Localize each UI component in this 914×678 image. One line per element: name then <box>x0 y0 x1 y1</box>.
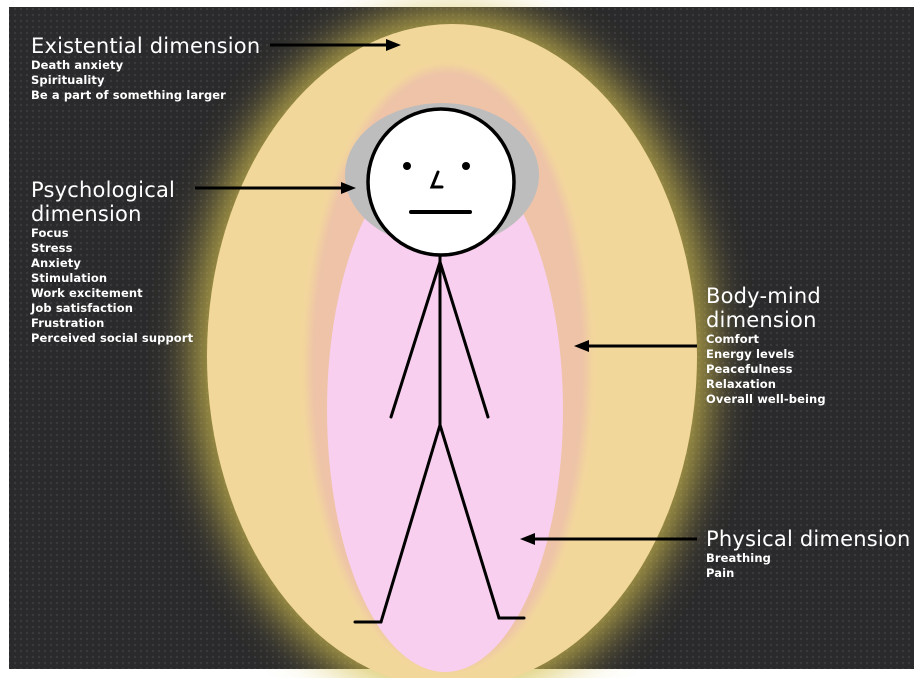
psychological-item: Work excitement <box>31 286 271 301</box>
existential-item: Spirituality <box>31 73 291 88</box>
body-mind-item: Energy levels <box>706 347 906 362</box>
left-eye <box>403 162 411 170</box>
right-eye <box>462 162 470 170</box>
body-mind-item: Comfort <box>706 332 906 347</box>
existential-dimension-title: Existential dimension <box>31 34 291 58</box>
physical-item: Pain <box>706 566 914 581</box>
psychological-dimension-title: Psychological dimension <box>31 178 221 226</box>
body-mind-item: Relaxation <box>706 377 906 392</box>
stick-figure-head <box>368 109 514 255</box>
physical-dimension-label: Physical dimension Breathing Pain <box>706 527 914 581</box>
psychological-item: Frustration <box>31 316 271 331</box>
existential-dimension-label: Existential dimension Death anxiety Spir… <box>31 34 291 103</box>
psychological-item: Stress <box>31 241 271 256</box>
psychological-item: Focus <box>31 226 271 241</box>
psychological-item: Stimulation <box>31 271 271 286</box>
existential-item: Be a part of something larger <box>31 88 291 103</box>
psychological-item: Perceived social support <box>31 331 271 346</box>
psychological-dimension-label: Psychological dimension Focus Stress Anx… <box>31 178 271 346</box>
body-mind-dimension-label: Body-mind dimension Comfort Energy level… <box>706 284 906 407</box>
existential-item: Death anxiety <box>31 58 291 73</box>
psychological-item: Anxiety <box>31 256 271 271</box>
physical-dimension-title: Physical dimension <box>706 527 914 551</box>
psychological-item: Job satisfaction <box>31 301 271 316</box>
body-mind-item: Overall well-being <box>706 392 906 407</box>
physical-item: Breathing <box>706 551 914 566</box>
body-mind-dimension-title: Body-mind dimension <box>706 284 866 332</box>
body-mind-item: Peacefulness <box>706 362 906 377</box>
